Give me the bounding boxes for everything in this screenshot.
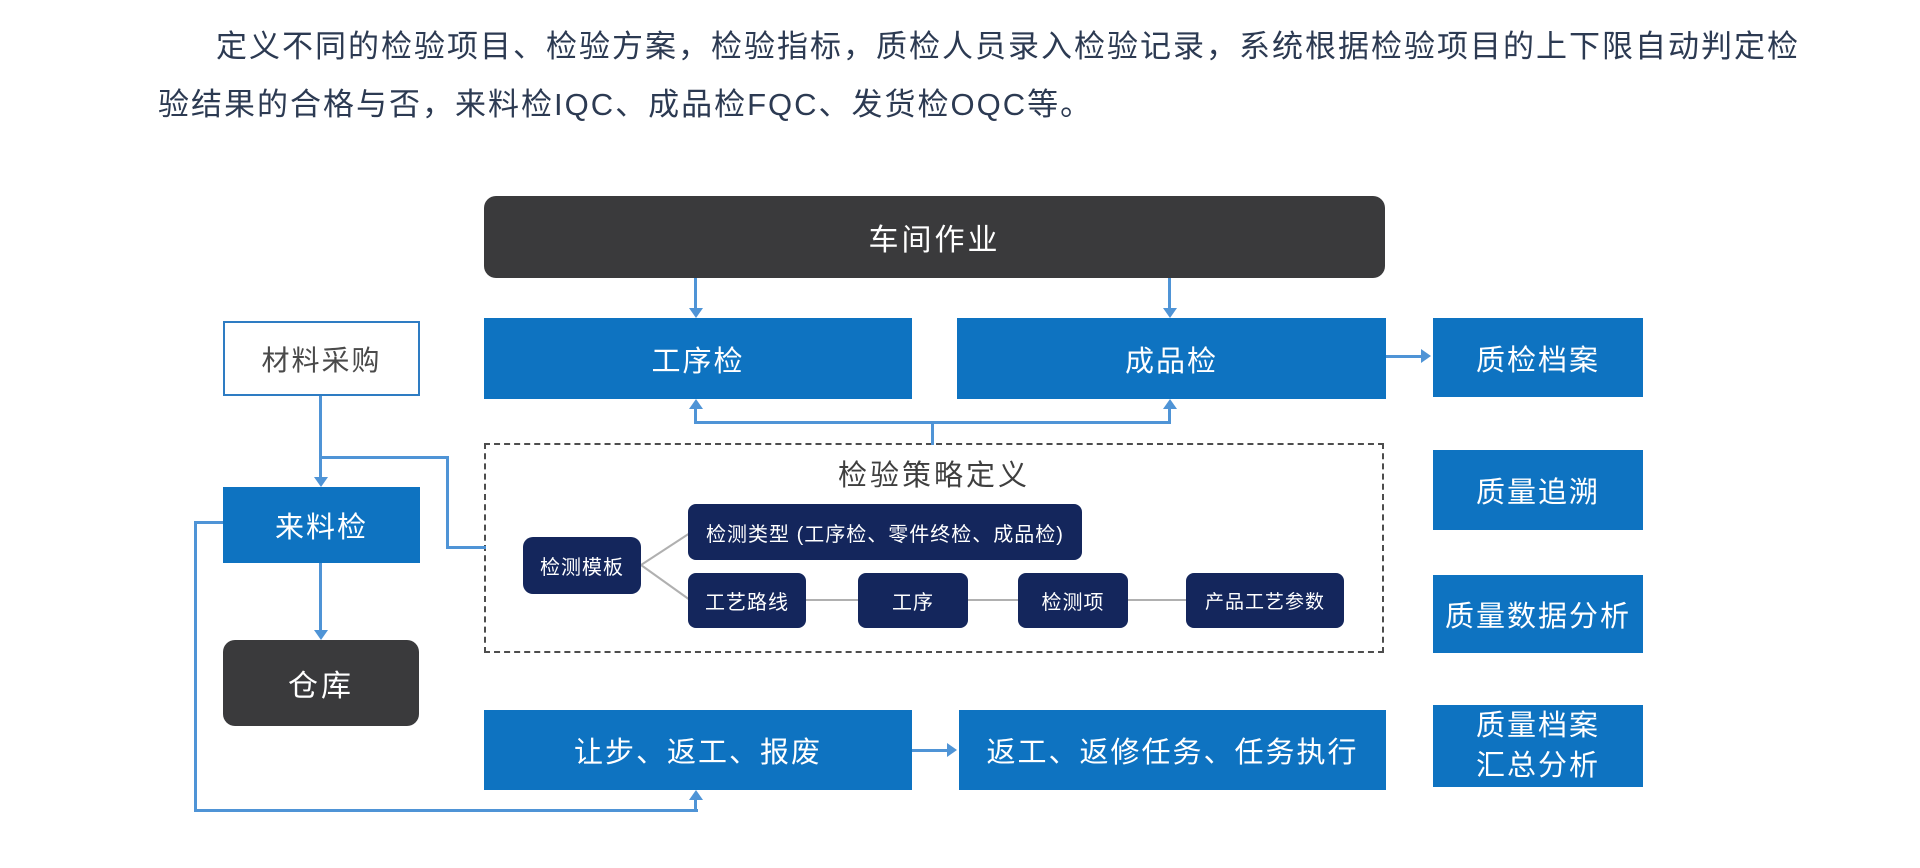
node-inspection-type-label: 检测类型 (工序检、零件终检、成品检) <box>706 523 1064 546</box>
node-operation: 工序 <box>858 573 968 628</box>
node-product-params: 产品工艺参数 <box>1186 573 1344 628</box>
node-quality-data-analysis: 质量数据分析 <box>1433 575 1643 653</box>
intro-line-1: 定义不同的检验项目、检验方案，检验指标，质检人员录入检验记录，系统根据检验项目的… <box>216 29 1800 64</box>
connector-loop-up <box>694 800 697 812</box>
node-rework-repair-tasks-label: 返工、返修任务、任务执行 <box>986 737 1359 769</box>
connector-workshop-product <box>1168 278 1171 310</box>
connector-purchase-incoming <box>319 396 322 479</box>
node-qc-archive: 质检档案 <box>1433 318 1643 397</box>
node-concession-rework-scrap: 让步、返工、报废 <box>484 710 912 790</box>
node-rework-repair-tasks: 返工、返修任务、任务执行 <box>959 710 1386 790</box>
node-process-route: 工艺路线 <box>688 573 806 628</box>
node-qc-archive-label: 质检档案 <box>1475 344 1600 377</box>
arrowhead-strategy-product <box>1163 399 1177 409</box>
node-inspection-template: 检测模板 <box>523 537 641 594</box>
connector-branch-horizontal <box>319 456 449 459</box>
arrowhead-purchase-incoming <box>314 477 328 487</box>
connector-loop-out <box>196 521 223 524</box>
connector-workshop-process <box>694 278 697 310</box>
arrowhead-loop-concession <box>689 790 703 800</box>
arrowhead-workshop-product <box>1163 308 1177 318</box>
intro-paragraph: 定义不同的检验项目、检验方案，检验指标，质检人员录入检验记录，系统根据检验项目的… <box>158 18 1878 134</box>
node-material-purchase: 材料采购 <box>223 321 420 396</box>
node-warehouse-label: 仓库 <box>288 670 354 703</box>
arrowhead-incoming-warehouse <box>314 630 328 640</box>
node-quality-archive-summary-line1: 质量档案 <box>1475 710 1600 742</box>
node-concession-rework-scrap-label: 让步、返工、报废 <box>573 737 822 769</box>
connector-strategy-product <box>1168 408 1171 424</box>
arrowhead-strategy-process <box>689 399 703 409</box>
node-workshop-label: 车间作业 <box>868 224 1001 257</box>
node-inspection-item: 检测项 <box>1018 573 1128 628</box>
node-product-inspection: 成品检 <box>957 318 1386 399</box>
node-quality-data-analysis-label: 质量数据分析 <box>1444 601 1631 633</box>
connector-strategy-process <box>694 408 697 424</box>
node-quality-archive-summary: 质量档案 汇总分析 <box>1433 705 1643 787</box>
arrowhead-product-archive <box>1421 349 1431 363</box>
node-process-inspection: 工序检 <box>484 318 912 399</box>
node-inspection-item-label: 检测项 <box>1041 592 1105 614</box>
node-quality-trace: 质量追溯 <box>1433 450 1643 530</box>
arrowhead-concession-rework <box>947 743 957 757</box>
node-warehouse: 仓库 <box>223 640 419 726</box>
connector-strategy-stem <box>931 421 934 445</box>
node-inspection-type: 检测类型 (工序检、零件终检、成品检) <box>688 504 1082 560</box>
node-quality-trace-label: 质量追溯 <box>1475 477 1600 509</box>
connector-loop-left-vertical <box>194 521 197 812</box>
connector-branch-into-strategy <box>446 546 486 549</box>
strategy-title: 检验策略定义 <box>837 460 1030 492</box>
connector-loop-bottom <box>194 809 698 812</box>
connector-product-archive <box>1386 355 1422 358</box>
node-quality-archive-summary-line2: 汇总分析 <box>1475 750 1600 782</box>
node-incoming-inspection-label: 来料检 <box>274 512 368 544</box>
node-process-route-label: 工艺路线 <box>705 592 789 614</box>
connector-branch-vertical <box>446 456 449 549</box>
node-process-inspection-label: 工序检 <box>651 345 745 378</box>
node-incoming-inspection: 来料检 <box>223 487 420 563</box>
arrowhead-workshop-process <box>689 308 703 318</box>
node-inspection-template-label: 检测模板 <box>540 557 624 579</box>
connector-incoming-warehouse <box>319 563 322 632</box>
connector-concession-rework <box>912 749 948 752</box>
node-material-purchase-label: 材料采购 <box>261 344 382 376</box>
node-workshop: 车间作业 <box>484 196 1385 278</box>
node-product-params-label: 产品工艺参数 <box>1204 592 1325 613</box>
node-product-inspection-label: 成品检 <box>1124 345 1218 378</box>
intro-line-2: 验结果的合格与否，来料检IQC、成品检FQC、发货检OQC等。 <box>158 87 1094 122</box>
node-operation-label: 工序 <box>892 592 934 614</box>
